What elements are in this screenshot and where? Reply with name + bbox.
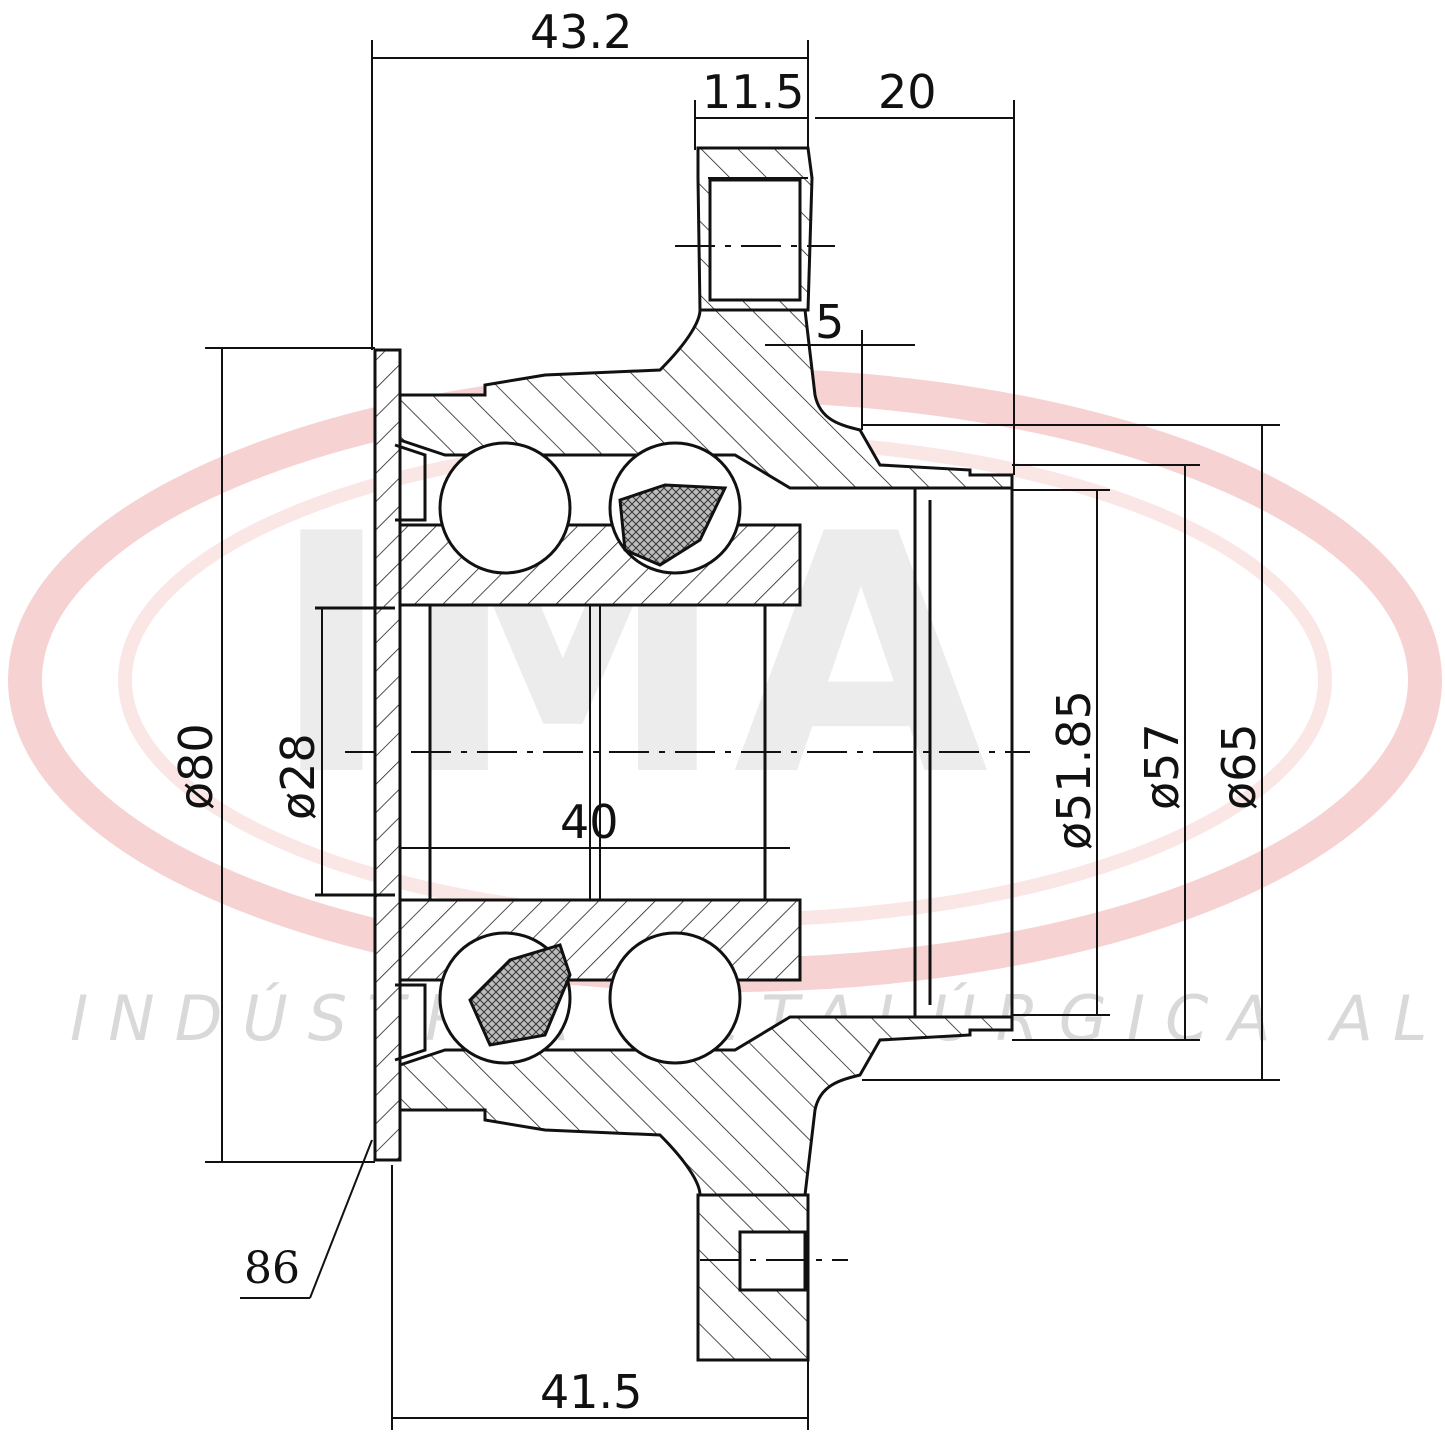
dim-pilot-length: 20: [878, 65, 937, 119]
cage-upper: [618, 483, 728, 567]
hub-body-upper: [393, 308, 1014, 490]
seal-lip-lower: [394, 983, 427, 1062]
dim-bore-diameter: ø28: [271, 733, 325, 820]
dim-overall-width-bottom: 41.5: [540, 1365, 642, 1419]
seal-left: [373, 348, 402, 1162]
dim-overall-width-top: 43.2: [530, 5, 632, 59]
seal-lip-upper: [394, 443, 427, 522]
dim-bearing-width: 40: [560, 795, 619, 849]
dim-shoulder-offset: 5: [815, 295, 844, 349]
dim-pilot-inner-diameter: ø51.85: [1047, 690, 1101, 850]
dimension-lines: [205, 40, 1280, 1430]
flange-upper-stud: [708, 178, 802, 302]
dim-flange-thickness: 11.5: [702, 65, 804, 119]
dim-seal-diameter: ø80: [169, 723, 223, 810]
pilot-cylinder: [913, 488, 1014, 1017]
dim-hub-diameter: ø65: [1212, 723, 1266, 810]
hub-body-lower: [393, 1015, 1014, 1197]
dim-pilot-outer-diameter: ø57: [1135, 723, 1189, 810]
dim-part-reference: 86: [244, 1243, 300, 1294]
ball-lower-right: [608, 931, 742, 1065]
cage-lower: [468, 943, 572, 1047]
ball-upper-left: [438, 441, 572, 575]
